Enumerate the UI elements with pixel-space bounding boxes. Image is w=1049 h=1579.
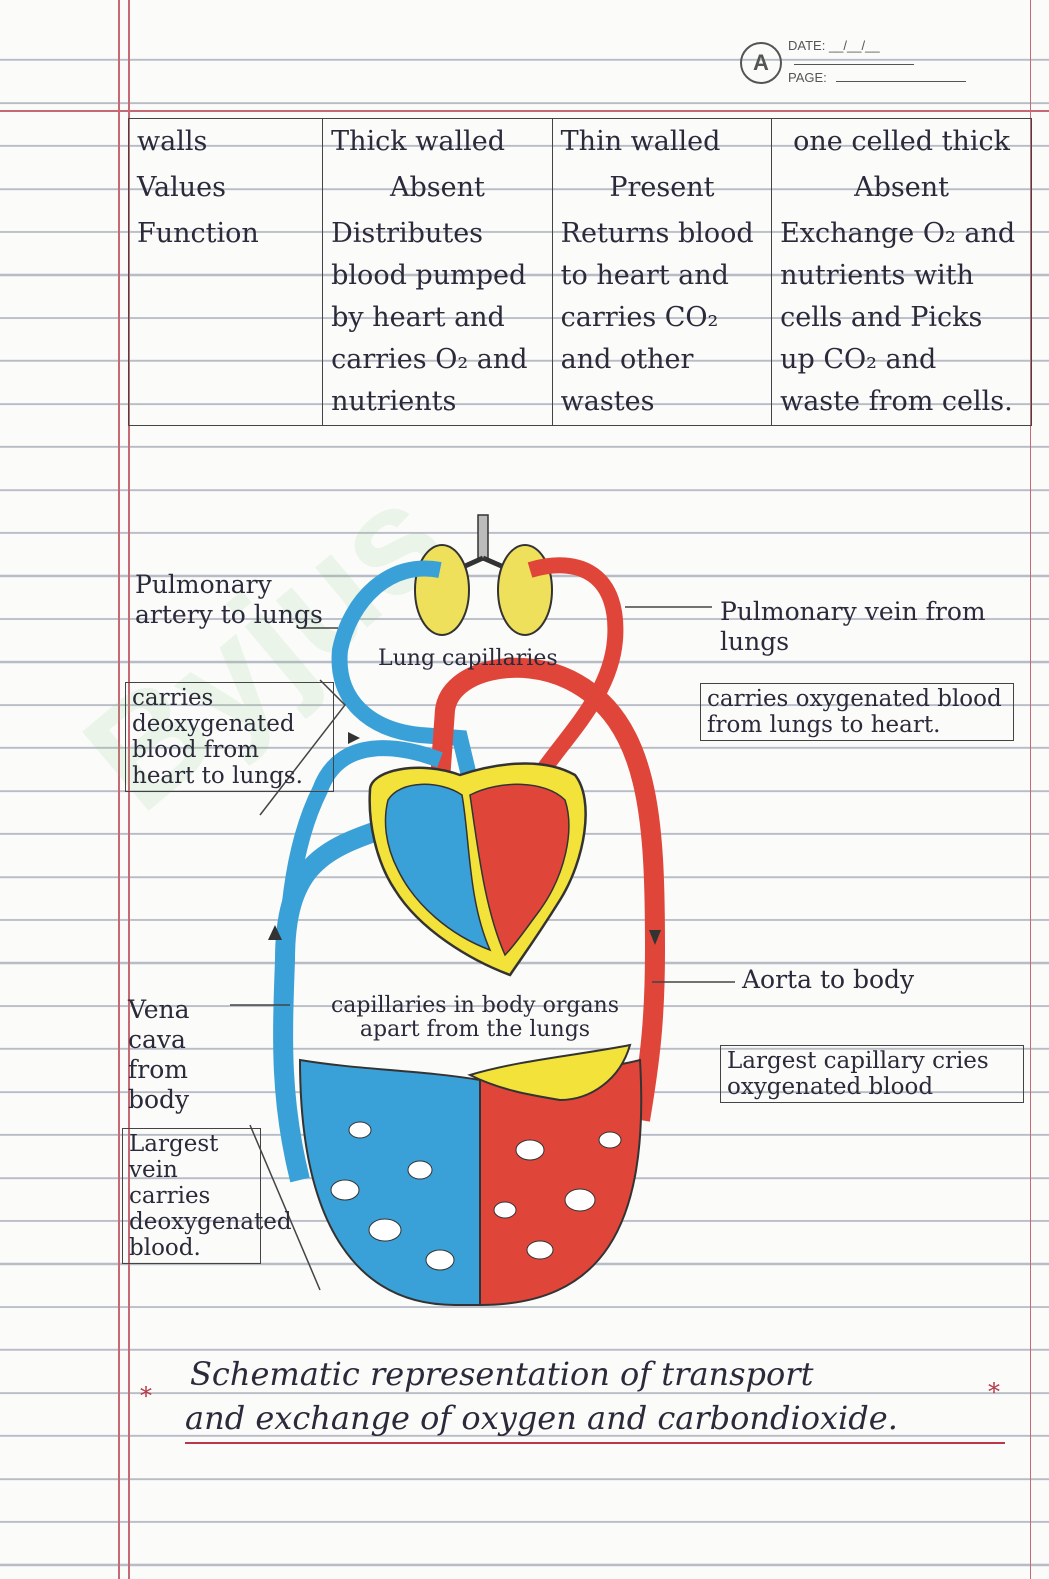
header-rule xyxy=(0,110,1049,112)
table-row: Function Distributes blood pumped by hea… xyxy=(127,211,1032,426)
body-capillary-bed xyxy=(298,1043,643,1307)
cell-vein-function: Returns blood to heart and carries CO₂ a… xyxy=(551,211,773,426)
star-right: * xyxy=(988,1378,1000,1406)
left-lung xyxy=(414,544,470,636)
vena-cava xyxy=(273,820,384,1183)
heart xyxy=(368,762,587,977)
table-row: walls Thick walled Thin walled one celle… xyxy=(127,118,1032,165)
right-margin-line xyxy=(1030,0,1031,1579)
cell-capillary-function: Exchange O₂ and nutrients with cells and… xyxy=(771,211,1032,426)
caption-line-2: and exchange of oxygen and carbondioxide… xyxy=(185,1396,1005,1444)
pulmonary-artery xyxy=(331,560,478,782)
date-value: __/__/__ xyxy=(828,38,880,53)
caption-line-1: Schematic representation of transport xyxy=(190,1355,814,1393)
cell-capillary-valves: Absent xyxy=(771,165,1032,211)
diagram-caption: Schematic representation of transport an… xyxy=(150,1352,1020,1444)
page-label: PAGE: xyxy=(788,70,827,85)
row-valves-label: Values xyxy=(127,165,324,211)
flow-arrows xyxy=(268,732,661,945)
label-body-capillaries: capillaries in body organs apart from th… xyxy=(330,993,620,1042)
cell-artery-valves: Absent xyxy=(322,165,553,211)
page-line: PAGE: xyxy=(788,70,967,85)
page-blank xyxy=(836,81,967,82)
cell-vein-walls: Thin walled xyxy=(551,118,773,165)
table-row: Values Absent Present Absent xyxy=(127,165,1032,211)
cell-artery-walls: Thick walled xyxy=(322,118,553,165)
date-blank xyxy=(794,64,914,65)
superior-vena-cava xyxy=(279,740,443,941)
brand-logo: A xyxy=(740,42,782,84)
label-aorta: Aorta to body xyxy=(742,965,915,994)
margin-line-2 xyxy=(128,0,130,1579)
cell-artery-function: Distributes blood pumped by heart and ca… xyxy=(322,211,553,426)
vessel-comparison-table: walls Thick walled Thin walled one celle… xyxy=(127,118,1032,426)
label-pulmonary-vein: Pulmonary vein from lungs xyxy=(720,597,986,656)
note-pulmonary-vein: carries oxygenated blood from lungs to h… xyxy=(700,683,1014,741)
date-page-header: A DATE: __/__/__ PAGE: xyxy=(740,38,980,98)
cell-capillary-walls: one celled thick xyxy=(771,118,1032,165)
star-left: * xyxy=(140,1382,152,1410)
note-aorta: Largest capillary cries oxygenated blood xyxy=(720,1045,1024,1103)
date-line: DATE: __/__/__ xyxy=(788,38,980,68)
note-pulmonary-artery: carries deoxygenated blood from heart to… xyxy=(125,682,334,792)
label-lung-capillaries: Lung capillaries xyxy=(378,646,558,671)
aorta xyxy=(430,657,666,1122)
row-function-label: Function xyxy=(127,211,324,426)
date-label: DATE: xyxy=(788,38,826,53)
margin-line xyxy=(118,0,120,1579)
pulmonary-vein xyxy=(523,557,624,795)
row-walls-label: walls xyxy=(127,118,324,165)
leader-lines xyxy=(230,606,735,1291)
note-vena-cava: Largest vein carries deoxygenated blood. xyxy=(122,1128,292,1264)
cell-vein-valves: Present xyxy=(551,165,773,211)
label-pulmonary-artery: Pulmonary artery to lungs xyxy=(135,570,323,629)
label-vena-cava: Vena cava from body xyxy=(128,995,190,1114)
